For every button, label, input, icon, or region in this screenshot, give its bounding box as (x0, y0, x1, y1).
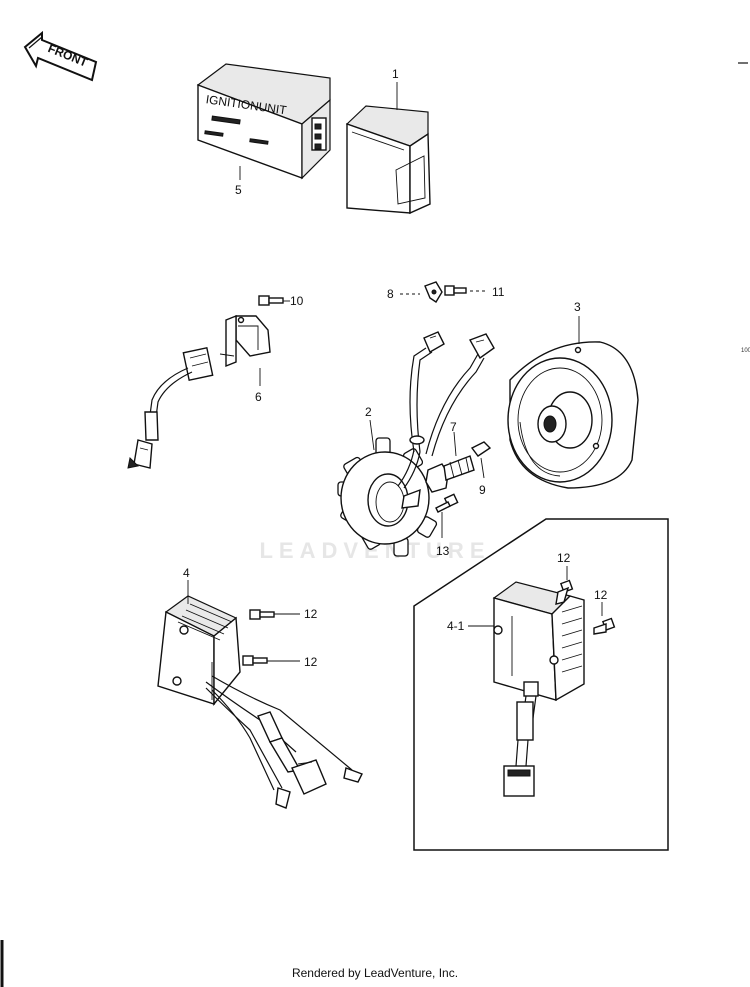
alternative-inset-frame (413, 518, 669, 851)
bolt-7 (425, 455, 475, 493)
callout-13: 13 (436, 544, 450, 558)
callout-1: 1 (392, 67, 399, 81)
callout-10: 10 (290, 294, 304, 308)
callout-11: 11 (492, 285, 505, 299)
bolt-12-upper-right (555, 579, 574, 605)
ignition-unit: IGNITIONUNIT (196, 63, 331, 180)
bolt-12-lower-right (593, 617, 616, 635)
screw-13 (435, 493, 459, 513)
footer-credit: Rendered by LeadVenture, Inc. (291, 966, 459, 980)
key-9 (470, 441, 492, 457)
callout-3: 3 (574, 300, 581, 314)
bolt-12-upper-left (249, 609, 275, 620)
regulator-rectifier (157, 595, 363, 809)
callout-9: 9 (479, 483, 486, 497)
callout-12d: 12 (594, 588, 608, 602)
callout-12b: 12 (304, 655, 318, 669)
callout-4-1: 4-1 (447, 619, 465, 633)
callout-12c: 12 (557, 551, 571, 565)
pickup-coil (127, 314, 271, 469)
bolt-12-lower-left (242, 655, 268, 666)
callout-12a: 12 (304, 607, 318, 621)
rotor-flywheel (507, 341, 639, 489)
leader-9 (480, 457, 485, 479)
callout-6: 6 (255, 390, 262, 404)
regulator-rectifier-alt (492, 581, 585, 797)
stator-harness (409, 331, 495, 457)
callout-5: 5 (235, 183, 242, 197)
rubber-cover (345, 105, 431, 215)
edge-mark: 100 (741, 348, 750, 354)
callout-4: 4 (183, 566, 190, 580)
bolt-10 (258, 295, 284, 306)
screw-11 (444, 285, 467, 296)
leader-7 (453, 431, 457, 457)
stator (337, 437, 438, 557)
front-arrow: FRONT (23, 30, 98, 82)
callout-2: 2 (365, 405, 372, 419)
callout-7: 7 (450, 420, 457, 434)
leader-2 (369, 419, 375, 451)
clamp-8 (424, 281, 443, 303)
callout-8: 8 (387, 287, 394, 301)
